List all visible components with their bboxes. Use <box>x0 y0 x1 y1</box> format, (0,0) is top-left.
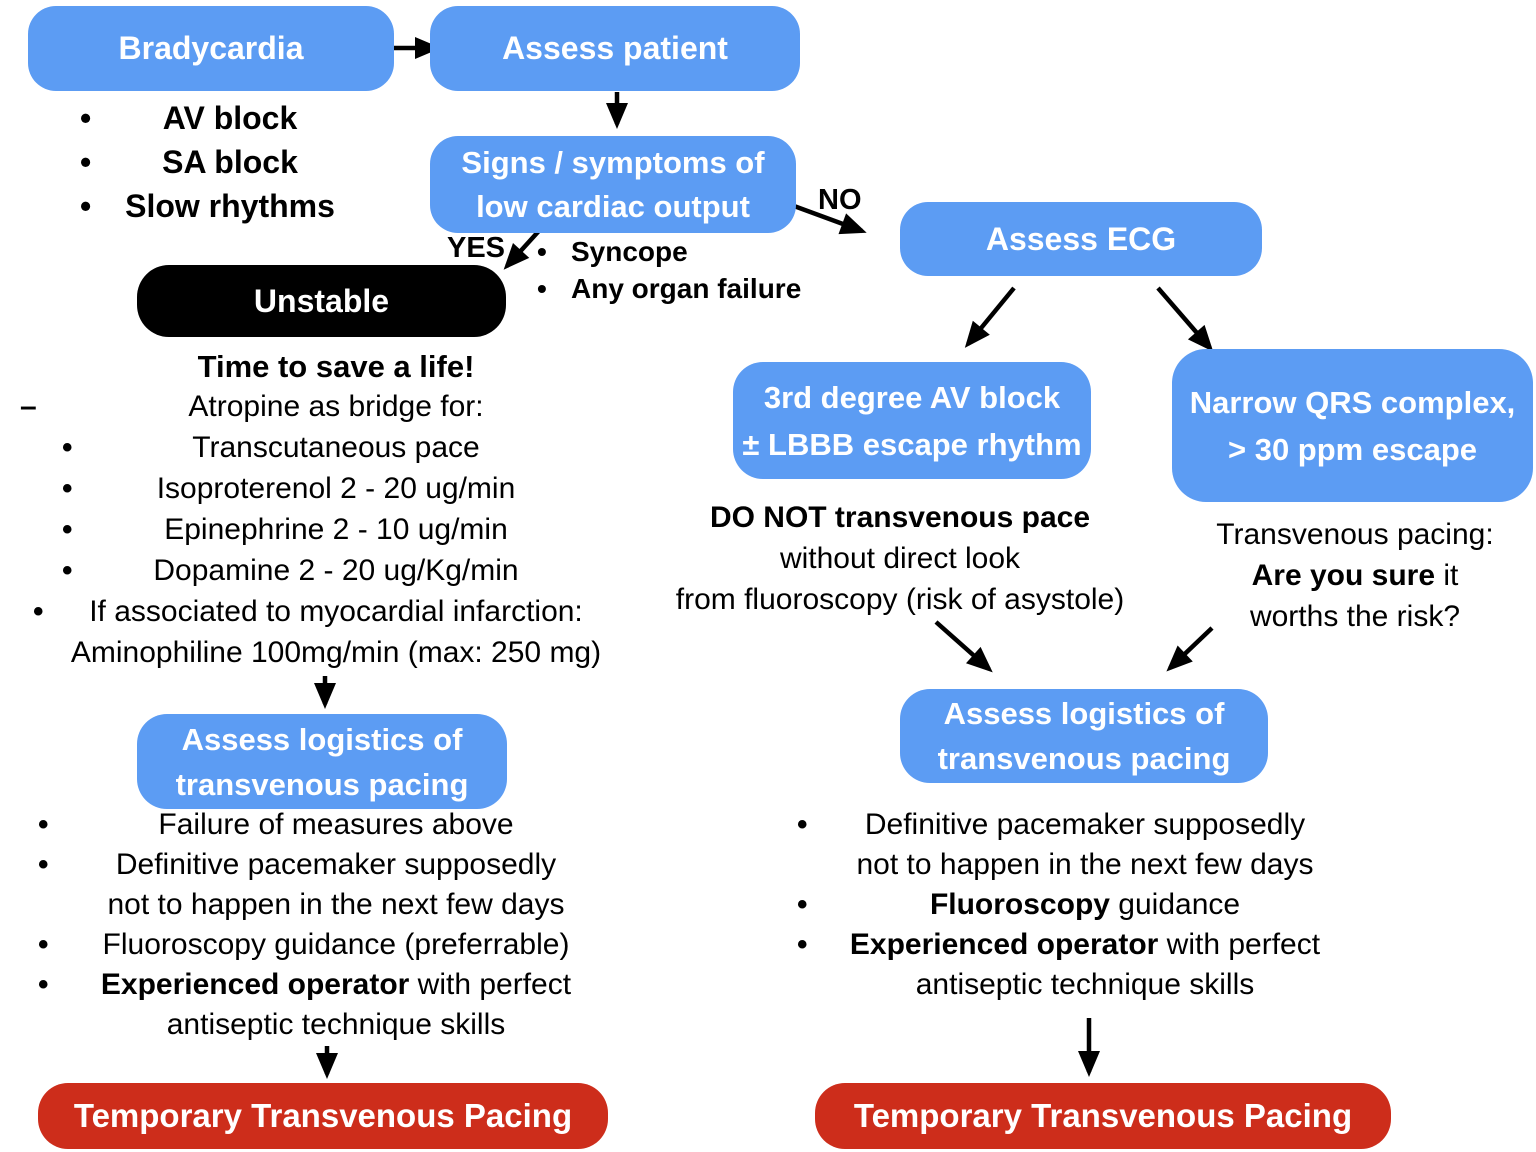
note-line3: worths the risk? <box>1249 600 1461 633</box>
list-bradycardia-causes: • AV block • SA block • Slow rhythms <box>40 100 420 232</box>
list-item: • Isoproterenol 2 - 20 ug/min <box>62 472 516 505</box>
list-item: • Fluoroscopy guidance (preferrable) <box>38 928 570 961</box>
node-narrow-qrs-line2: > 30 ppm escape <box>1228 431 1477 467</box>
bullet-icon: • <box>80 188 92 224</box>
list-right-logistics: • Definitive pacemaker supposedly not to… <box>782 808 1388 1008</box>
warning-do-not-pace: DO NOT transvenous pace without direct l… <box>640 497 1160 620</box>
list-left-logistics: • Failure of measures above • Definitive… <box>20 808 652 1048</box>
bullet-icon: • <box>62 513 73 546</box>
list-item: antiseptic technique skills <box>166 1008 506 1041</box>
bullet-icon: • <box>80 144 92 180</box>
label-yes: YES <box>447 232 506 264</box>
node-third-degree-line2: ± LBBB escape rhythm <box>742 426 1082 462</box>
note-line2: Are you sure it <box>1251 559 1459 592</box>
list-item: • Epinephrine 2 - 10 ug/min <box>62 513 508 546</box>
list-item: not to happen in the next few days <box>107 888 565 921</box>
list-item: • Fluoroscopy guidance <box>797 888 1241 921</box>
arrow-ecg-to-third-degree <box>964 286 1016 348</box>
node-assess-logistics-left: Assess logistics of transvenous pacing <box>137 714 507 809</box>
node-unstable-label: Unstable <box>253 282 390 319</box>
warning-line3: from fluoroscopy (risk of asystole) <box>675 583 1125 616</box>
dash-icon: – <box>20 390 37 423</box>
bullet-icon: • <box>797 928 808 961</box>
node-signs-line1: Signs / symptoms of <box>461 144 765 180</box>
list-low-output-signs: • Syncope • Any organ failure <box>537 236 867 310</box>
node-temporary-pacing-right: Temporary Transvenous Pacing <box>815 1083 1391 1149</box>
list-item: • Dopamine 2 - 20 ug/Kg/min <box>62 554 519 587</box>
list-item: • SA block <box>80 144 298 180</box>
logistics-left-line1: Assess logistics of <box>181 721 463 757</box>
unstable-plan-heading: Time to save a life! <box>197 349 475 384</box>
list-item: antiseptic technique skills <box>915 968 1255 1001</box>
bullet-icon: • <box>80 100 92 136</box>
node-narrow-qrs-line1: Narrow QRS complex, <box>1189 384 1516 420</box>
list-item: • Slow rhythms <box>80 188 335 224</box>
node-assess-patient: Assess patient <box>430 6 800 91</box>
note-transvenous-pacing-risk: Transvenous pacing: Are you sure it wort… <box>1145 514 1536 637</box>
list-item: • Definitive pacemaker supposedly <box>38 848 557 881</box>
bullet-icon: • <box>797 888 808 921</box>
bullet-icon: • <box>537 236 547 267</box>
list-item: not to happen in the next few days <box>856 848 1314 881</box>
bullet-icon: • <box>38 808 49 841</box>
bullet-icon: • <box>537 273 547 304</box>
node-bradycardia: Bradycardia <box>28 6 394 91</box>
bullet-icon: • <box>62 554 73 587</box>
logistics-left-line2: transvenous pacing <box>175 766 469 802</box>
bullet-icon: • <box>38 968 49 1001</box>
node-assess-logistics-right: Assess logistics of transvenous pacing <box>900 689 1268 783</box>
bullet-icon: • <box>797 808 808 841</box>
node-bradycardia-label: Bradycardia <box>118 30 304 67</box>
list-item: • AV block <box>80 100 298 136</box>
list-unstable-plan: Time to save a life! – Atropine as bridg… <box>20 349 652 677</box>
arrow-ecg-to-narrow-qrs <box>1156 286 1214 352</box>
arrow-warning-left-to-logistics <box>934 620 993 673</box>
bullet-icon: • <box>38 928 49 961</box>
list-item: • If associated to myocardial infarction… <box>33 595 583 628</box>
list-item: – Atropine as bridge for: <box>20 390 484 423</box>
logistics-right-line1: Assess logistics of <box>943 696 1225 731</box>
node-narrow-qrs: Narrow QRS complex, > 30 ppm escape <box>1172 349 1533 502</box>
node-signs-line2: low cardiac output <box>476 188 750 224</box>
node-temporary-pacing-left: Temporary Transvenous Pacing <box>38 1083 608 1149</box>
list-item: • Definitive pacemaker supposedly <box>797 808 1306 841</box>
node-assess-ecg-label: Assess ECG <box>985 220 1177 257</box>
temporary-pacing-left-label: Temporary Transvenous Pacing <box>73 1097 573 1135</box>
bullet-icon: • <box>33 595 44 628</box>
node-assess-patient-label: Assess patient <box>502 30 728 67</box>
bullet-icon: • <box>62 431 73 464</box>
list-item: • Transcutaneous pace <box>62 431 480 464</box>
list-item: Aminophiline 100mg/min (max: 250 mg) <box>70 636 602 669</box>
list-item: • Experienced operator with perfect <box>797 928 1321 961</box>
warning-line1: DO NOT transvenous pace <box>709 501 1091 534</box>
node-third-degree-av-block: 3rd degree AV block ± LBBB escape rhythm <box>733 362 1091 479</box>
node-third-degree-line1: 3rd degree AV block <box>763 379 1061 415</box>
node-signs-symptoms: Signs / symptoms of low cardiac output <box>430 136 796 233</box>
list-item: • Experienced operator with perfect <box>38 968 572 1001</box>
label-no: NO <box>818 184 862 216</box>
bullet-icon: • <box>62 472 73 505</box>
logistics-right-line2: transvenous pacing <box>937 741 1231 776</box>
node-assess-ecg: Assess ECG <box>900 202 1262 276</box>
node-unstable: Unstable <box>137 265 506 337</box>
list-item: • Any organ failure <box>537 273 802 304</box>
warning-line2: without direct look <box>779 542 1021 575</box>
bullet-icon: • <box>38 848 49 881</box>
temporary-pacing-right-label: Temporary Transvenous Pacing <box>853 1097 1353 1135</box>
note-line1: Transvenous pacing: <box>1216 518 1494 551</box>
list-item: • Failure of measures above <box>38 808 514 841</box>
list-item: • Syncope <box>537 236 688 267</box>
